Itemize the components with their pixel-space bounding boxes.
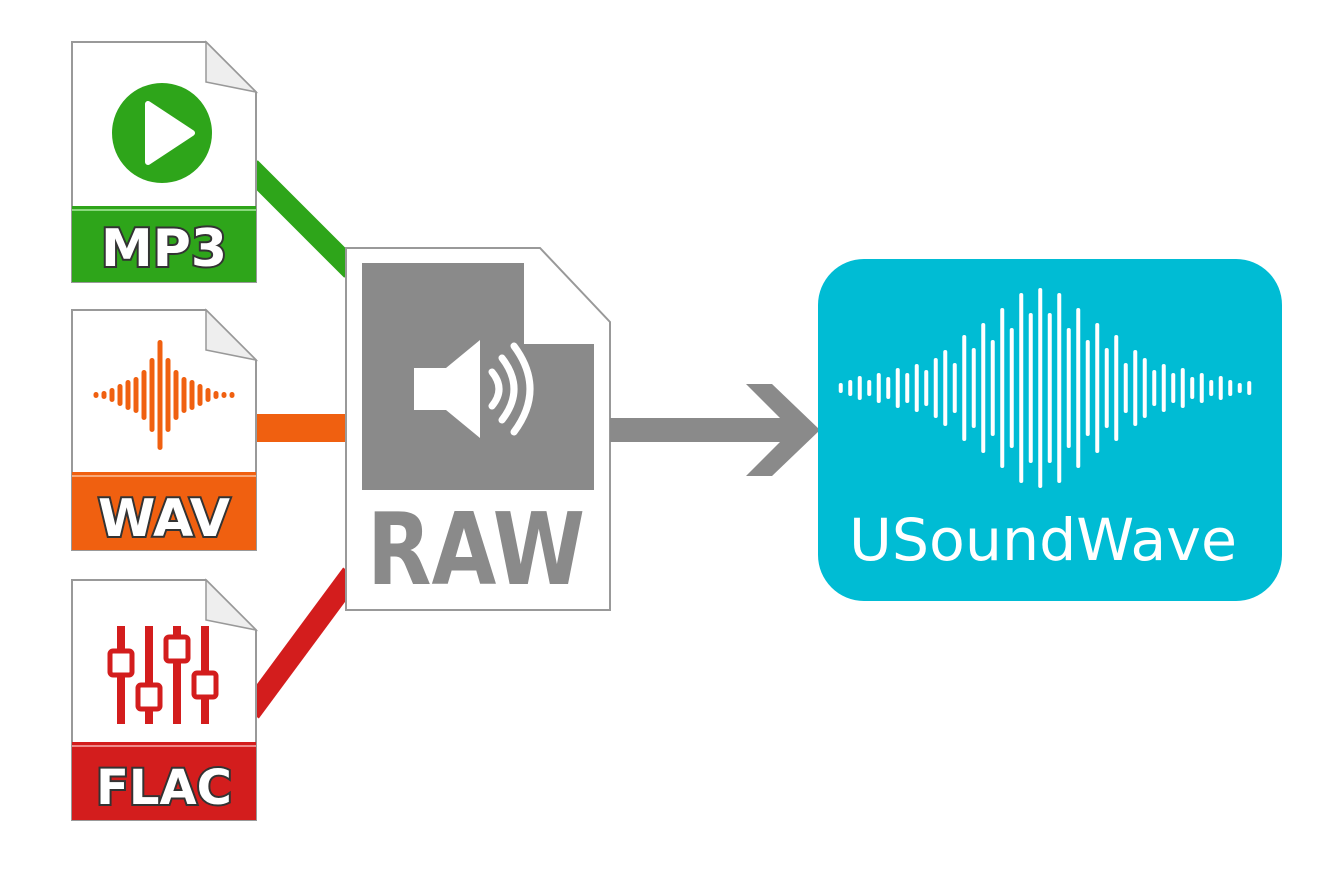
wave-bar: [933, 358, 938, 418]
wave-bar: [981, 323, 986, 453]
sound-wave-icon: [838, 288, 1252, 488]
wav-file: WAV: [71, 308, 259, 551]
wave-bar: [141, 370, 147, 420]
connector-wav: [250, 414, 350, 442]
wave-bar: [1142, 358, 1147, 418]
wave-bar: [1133, 350, 1138, 426]
wave-bar: [101, 391, 107, 399]
wave-bar: [229, 392, 235, 398]
wave-bar: [1218, 376, 1223, 400]
wave-bar: [213, 391, 219, 399]
equalizer-icon: [107, 626, 219, 724]
wave-bar: [1066, 328, 1071, 448]
play-icon: [112, 83, 212, 183]
wave-bar: [1190, 377, 1195, 399]
wave-bar: [1209, 380, 1214, 396]
wave-bar: [876, 373, 881, 403]
input-connectors: [241, 160, 361, 719]
wav-label: WAV: [98, 489, 230, 549]
wave-bar: [1028, 313, 1033, 463]
wave-bar: [133, 377, 139, 413]
wave-bar: [962, 335, 967, 441]
connector-mp3: [242, 160, 360, 278]
wave-bar: [886, 377, 891, 399]
wave-bar: [1038, 288, 1043, 488]
mp3-label: MP3: [101, 219, 227, 279]
speaker-icon: [414, 340, 534, 438]
mp3-file: MP3: [71, 40, 259, 283]
wave-bar: [1171, 373, 1176, 403]
wave-bar: [157, 340, 163, 450]
wave-bar: [848, 380, 853, 396]
wave-bar: [1247, 381, 1252, 395]
wave-bar: [1152, 370, 1157, 406]
wave-bar: [838, 383, 843, 393]
wave-bar: [905, 373, 910, 403]
usoundwave-label: USoundWave: [849, 506, 1237, 574]
wave-bar: [93, 392, 99, 398]
wave-bar: [221, 392, 227, 398]
wave-bar: [1237, 383, 1242, 393]
wave-bar: [117, 384, 123, 406]
wave-bar: [205, 388, 211, 402]
wave-bar: [895, 368, 900, 408]
wave-bar: [914, 364, 919, 412]
wave-bar: [1228, 380, 1233, 396]
wave-bar: [1180, 368, 1185, 408]
wave-bar: [943, 350, 948, 426]
wave-bar: [952, 363, 957, 413]
wave-bar: [924, 370, 929, 406]
wave-bar: [867, 380, 872, 396]
wave-bar: [1085, 340, 1090, 436]
wave-bar: [1000, 308, 1005, 468]
wave-bar: [1123, 363, 1128, 413]
wave-bar: [109, 388, 115, 402]
wave-bar: [1161, 364, 1166, 412]
wave-bar: [1009, 328, 1014, 448]
flac-label: FLAC: [96, 760, 232, 816]
flac-label-band: [72, 742, 256, 820]
mp3-label-band: [72, 206, 256, 282]
wave-bar: [1199, 373, 1204, 403]
wave-bar: [1095, 323, 1100, 453]
wave-bar: [1104, 348, 1109, 428]
wave-bar: [189, 380, 195, 410]
waveform-icon: [93, 340, 235, 450]
wave-bar: [1114, 335, 1119, 441]
connector-flac: [241, 567, 361, 719]
usoundwave-box: USoundWave: [818, 259, 1282, 601]
wave-bar: [1019, 293, 1024, 483]
wave-bar: [197, 384, 203, 406]
wave-bar: [125, 380, 131, 410]
wave-bar: [1047, 313, 1052, 463]
wave-bar: [181, 377, 187, 413]
flac-file: FLAC: [71, 578, 259, 821]
wave-bar: [173, 370, 179, 420]
raw-file: RAW: [345, 247, 611, 611]
wave-bar: [165, 358, 171, 432]
wave-bar: [149, 358, 155, 432]
wav-label-band: [72, 472, 256, 550]
wave-bar: [1057, 293, 1062, 483]
wave-bar: [1076, 308, 1081, 468]
wave-bar: [990, 340, 995, 436]
wave-bar: [857, 376, 862, 400]
conversion-arrow: [610, 384, 820, 476]
wave-bar: [971, 348, 976, 428]
raw-label: RAW: [367, 491, 585, 608]
